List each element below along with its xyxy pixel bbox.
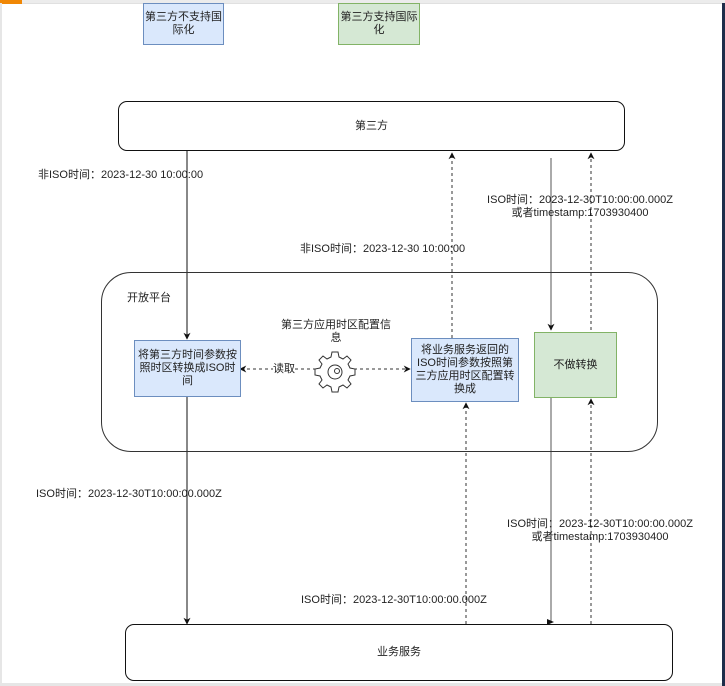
business-service-node[interactable]: 业务服务 bbox=[125, 624, 673, 681]
convert-to-iso-label: 将第三方时间参数按照时区转换成ISO时间 bbox=[138, 349, 237, 387]
edge-label-iso-from-service: ISO时间：2023-12-30T10:00:00.000Z bbox=[301, 594, 487, 606]
no-convert-node[interactable]: 不做转换 bbox=[534, 332, 617, 398]
convert-back-label: 将业务服务返回的ISO时间参数按照第三方应用时区配置转换成 bbox=[415, 344, 515, 395]
open-platform-container[interactable] bbox=[101, 272, 658, 452]
app-logo-accent bbox=[0, 0, 22, 4]
open-platform-label: 开放平台 bbox=[127, 292, 171, 304]
edge-label-non-iso-out: 非ISO时间：2023-12-30 10:00:00 bbox=[300, 243, 466, 255]
gear-icon bbox=[314, 351, 356, 393]
timezone-config-label: 第三方应用时区配置信息 bbox=[281, 319, 391, 344]
edge-label-iso-passthrough-line1: ISO时间：2023-12-30T10:00:00.000Z bbox=[507, 518, 693, 530]
edge-noconvert-arrowhead bbox=[547, 619, 554, 625]
right-scrollbar[interactable] bbox=[722, 3, 725, 686]
legend-supported-label: 第三方支持国际化 bbox=[340, 11, 418, 36]
edge-label-iso-to-service: ISO时间：2023-12-30T10:00:00.000Z bbox=[36, 488, 222, 500]
convert-to-iso-node[interactable]: 将第三方时间参数按照时区转换成ISO时间 bbox=[134, 340, 241, 397]
edge-label-iso-in-line1: ISO时间：2023-12-30T10:00:00.000Z bbox=[487, 194, 673, 206]
legend-unsupported-label: 第三方不支持国际化 bbox=[145, 11, 222, 36]
edge-label-iso-passthrough: ISO时间：2023-12-30T10:00:00.000Z 或者timesta… bbox=[490, 518, 710, 544]
left-border bbox=[0, 3, 2, 686]
third-party-node[interactable]: 第三方 bbox=[118, 101, 625, 151]
legend-supported-i18n: 第三方支持国际化 bbox=[338, 3, 420, 45]
convert-back-node[interactable]: 将业务服务返回的ISO时间参数按照第三方应用时区配置转换成 bbox=[411, 338, 519, 402]
legend-unsupported-i18n: 第三方不支持国际化 bbox=[143, 3, 224, 45]
edge-label-iso-in: ISO时间：2023-12-30T10:00:00.000Z 或者timesta… bbox=[470, 194, 690, 220]
third-party-label: 第三方 bbox=[355, 119, 388, 132]
no-convert-label: 不做转换 bbox=[553, 358, 598, 371]
edge-label-iso-in-line2: 或者timestamp:1703930400 bbox=[511, 207, 649, 219]
edge-label-non-iso-in: 非ISO时间：2023-12-30 10:00:00 bbox=[38, 169, 204, 181]
bottom-border bbox=[0, 683, 722, 686]
edge-label-read: 读取 bbox=[273, 363, 295, 376]
edge-label-iso-passthrough-line2: 或者timestamp:1703930400 bbox=[531, 531, 669, 543]
business-service-label: 业务服务 bbox=[377, 646, 421, 658]
